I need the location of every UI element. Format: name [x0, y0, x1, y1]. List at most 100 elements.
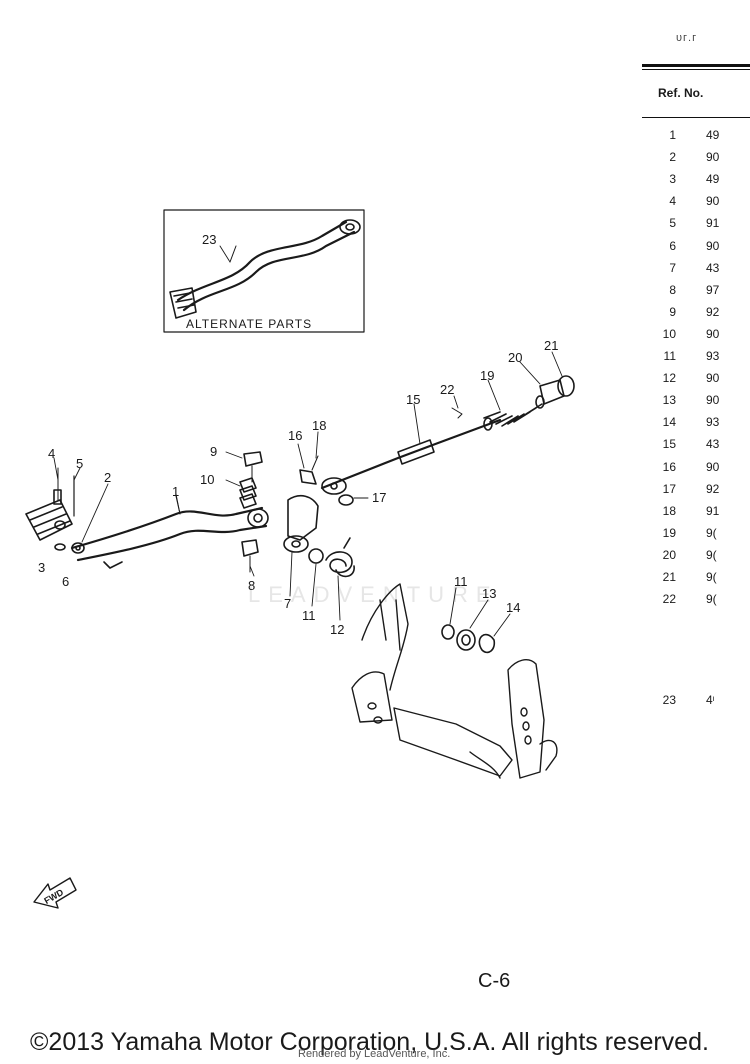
callout-4: 4: [48, 446, 55, 461]
table-row: 20 9(: [642, 548, 750, 564]
callout-21: 21: [544, 338, 558, 353]
ref-number: 1: [669, 128, 676, 142]
part-code-fragment: 90: [706, 194, 720, 209]
part-code-fragment: 9(: [706, 570, 717, 584]
ref-number: 3: [669, 172, 676, 187]
callout-11a: 11: [302, 608, 316, 623]
watermark-text: LEADVENTURE: [248, 582, 499, 607]
part-code-fragment: 93: [706, 415, 720, 430]
callout-11b: 11: [454, 574, 468, 589]
callout-1: 1: [172, 484, 179, 499]
part-code-fragment: 9(: [706, 592, 717, 607]
table-rule-top-thin: [642, 69, 750, 70]
header-fragment: ᴜᴦ.ᴦ: [676, 32, 698, 44]
callout-19: 19: [480, 368, 494, 383]
ref-no-header: Ref. No.: [658, 86, 704, 100]
fwd-label: FWD: [42, 887, 65, 906]
part-code-fragment: 90: [706, 459, 720, 474]
part-code-fragment: 4ᶦ: [706, 693, 715, 707]
ref-number: 7: [669, 260, 676, 275]
alternate-parts-box: [163, 209, 365, 333]
callout-18: 18: [312, 418, 326, 433]
callout-13: 13: [482, 586, 496, 601]
callout-5: 5: [76, 456, 83, 471]
callout-9: 9: [210, 444, 217, 459]
table-rule-header: [642, 117, 750, 118]
return-spring: [325, 537, 355, 578]
table-row: 6 90: [642, 239, 750, 255]
part-code-fragment: 97: [706, 282, 720, 297]
ref-number: 17: [662, 481, 676, 496]
table-row: 14 93: [642, 415, 750, 431]
part-code-fragment: 91: [706, 216, 720, 231]
rendered-by-notice: Rendered by LeadVenture, Inc.: [298, 1048, 451, 1060]
callout-labels: 23 1 2 3 4 5 6 7 8 9 10 11 11 12 13 14 1…: [38, 232, 558, 906]
ref-number: 12: [662, 371, 676, 386]
copyright-notice: ©2013 Yamaha Motor Corporation, U.S.A. A…: [30, 1028, 709, 1056]
callout-7: 7: [284, 596, 291, 611]
ref-number: 20: [662, 547, 676, 562]
callout-17: 17: [372, 490, 386, 505]
brake-shaft: [283, 494, 324, 564]
callout-23: 23: [202, 232, 216, 247]
callout-2: 2: [104, 470, 111, 485]
part-code-fragment: 90: [706, 371, 720, 386]
ref-number: 5: [669, 216, 676, 231]
callout-22: 22: [440, 382, 454, 397]
part-code-fragment: 91: [706, 503, 720, 518]
part-code-fragment: 49: [706, 172, 720, 187]
table-row: 5 91: [642, 216, 750, 232]
part-code-fragment: 9(: [706, 547, 717, 562]
part-code-fragment: 43: [706, 260, 720, 275]
leader-lines: [53, 245, 563, 637]
ref-number: 15: [662, 437, 676, 452]
callout-20: 20: [508, 350, 522, 365]
table-row: 3 49: [642, 172, 750, 188]
ref-number: 13: [662, 393, 676, 408]
part-code-fragment: 43: [706, 437, 720, 452]
exploded-parts-diagram: 23 1 2 3 4 5 6 7 8 9 10 11 11 12 13 14 1…: [25, 209, 575, 909]
ref-number: 2: [669, 150, 676, 165]
part-code-fragment: 92: [706, 304, 720, 319]
brake-pedal-arm: [70, 495, 269, 569]
fwd-arrow-icon: [33, 877, 77, 909]
frame-section: [351, 583, 558, 779]
part-code-fragment: 93: [706, 349, 720, 363]
part-code-fragment: 90: [706, 326, 720, 341]
alternate-parts-label: ALTERNATE PARTS: [186, 317, 312, 331]
callout-12: 12: [330, 622, 344, 637]
footpeg: [25, 499, 73, 541]
table-row: 7 43: [642, 261, 750, 277]
table-row: 11 93: [642, 349, 750, 365]
circlips: [441, 624, 496, 654]
ref-number: 6: [669, 238, 676, 253]
callout-8: 8: [248, 578, 255, 593]
callout-10: 10: [200, 472, 214, 487]
callout-3: 3: [38, 560, 45, 575]
part-code-fragment: 90: [706, 238, 720, 253]
page-id: C-6: [478, 970, 511, 992]
ref-number: 18: [662, 503, 676, 518]
table-row: 21 9(: [642, 570, 750, 586]
table-rule-top: [642, 64, 750, 67]
ref-number: 16: [662, 459, 676, 474]
small-hardware: [53, 467, 85, 554]
ref-number: 21: [662, 570, 676, 584]
adjuster-bolts: [239, 451, 263, 573]
ref-number: 14: [662, 415, 676, 430]
part-code-fragment: 9(: [706, 525, 717, 540]
ref-number: 11: [663, 349, 676, 363]
